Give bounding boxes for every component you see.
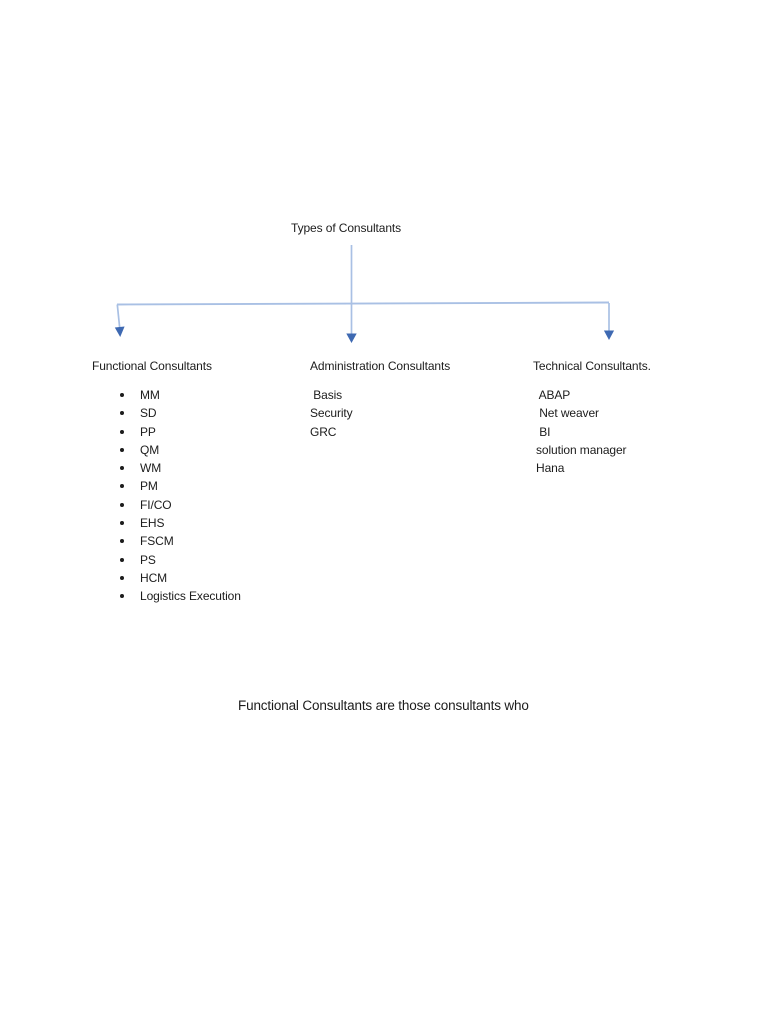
bullet-icon: [120, 502, 124, 507]
technical-consultants-list: ABAP Net weaver BI solution manager Hana: [536, 386, 627, 477]
list-item: Basis: [310, 388, 343, 402]
list-item: FI/CO: [114, 496, 241, 514]
list-item-label: HCM: [140, 570, 168, 585]
bullet-icon: [120, 429, 124, 434]
list-item-label: Logistics Execution: [140, 589, 241, 604]
administration-consultants-list: Basis Security GRC: [310, 386, 353, 441]
bullet-icon: [120, 393, 124, 397]
list-item: PS: [114, 551, 241, 569]
arrowhead-down-middle-icon: [346, 333, 357, 343]
bullet-icon: [120, 484, 124, 489]
list-item: Net weaver: [536, 406, 599, 421]
list-item: PM: [114, 477, 241, 495]
bullet-icon: [120, 411, 124, 416]
functional-consultants-list: MM SD PP QM WM PM FI/CO EHS FSCM PS HCM …: [114, 386, 241, 606]
bullet-icon: [120, 521, 124, 526]
list-item: GRC: [310, 424, 337, 439]
list-item: ABAP: [536, 388, 571, 402]
bullet-icon: [120, 466, 124, 471]
bullet-icon: [120, 575, 124, 580]
list-item-label: QM: [140, 442, 160, 457]
list-item-label: FSCM: [140, 534, 174, 549]
diagram-root-label: Types of Consultants: [291, 221, 402, 235]
list-item: solution manager: [536, 442, 627, 457]
list-item: SD: [114, 404, 241, 422]
bullet-icon: [120, 557, 124, 562]
list-item: Hana: [536, 461, 565, 476]
arrowhead-down-left-icon: [114, 326, 125, 337]
bullet-icon: [120, 539, 124, 544]
list-item: HCM: [114, 569, 241, 587]
bullet-icon: [120, 594, 124, 599]
list-item: Logistics Execution: [114, 587, 241, 605]
branch-heading-functional: Functional Consultants: [92, 359, 212, 373]
branch-heading-administration: Administration Consultants: [310, 359, 451, 373]
list-item: QM: [114, 441, 241, 459]
list-item: EHS: [114, 514, 241, 532]
list-item-label: FI/CO: [140, 497, 172, 512]
list-item: PP: [114, 423, 241, 441]
list-item: BI: [536, 424, 551, 439]
list-item-label: MM: [140, 388, 160, 402]
branch-heading-technical: Technical Consultants.: [533, 359, 651, 373]
list-item-label: PP: [140, 424, 156, 439]
list-item-label: EHS: [140, 516, 165, 531]
list-item: FSCM: [114, 532, 241, 550]
list-item: WM: [114, 459, 241, 477]
list-item-label: PM: [140, 479, 158, 494]
list-item: MM: [114, 386, 241, 404]
bullet-icon: [120, 447, 124, 452]
list-item-label: PS: [140, 552, 156, 567]
body-sentence: Functional Consultants are those consult…: [238, 698, 529, 713]
list-item-label: SD: [140, 406, 157, 421]
list-item: Security: [310, 406, 353, 421]
list-item-label: WM: [140, 461, 162, 476]
connector-left-branch-line: [116, 304, 121, 329]
arrowhead-down-right-icon: [603, 330, 615, 340]
connector-horizontal-line: [116, 301, 610, 306]
